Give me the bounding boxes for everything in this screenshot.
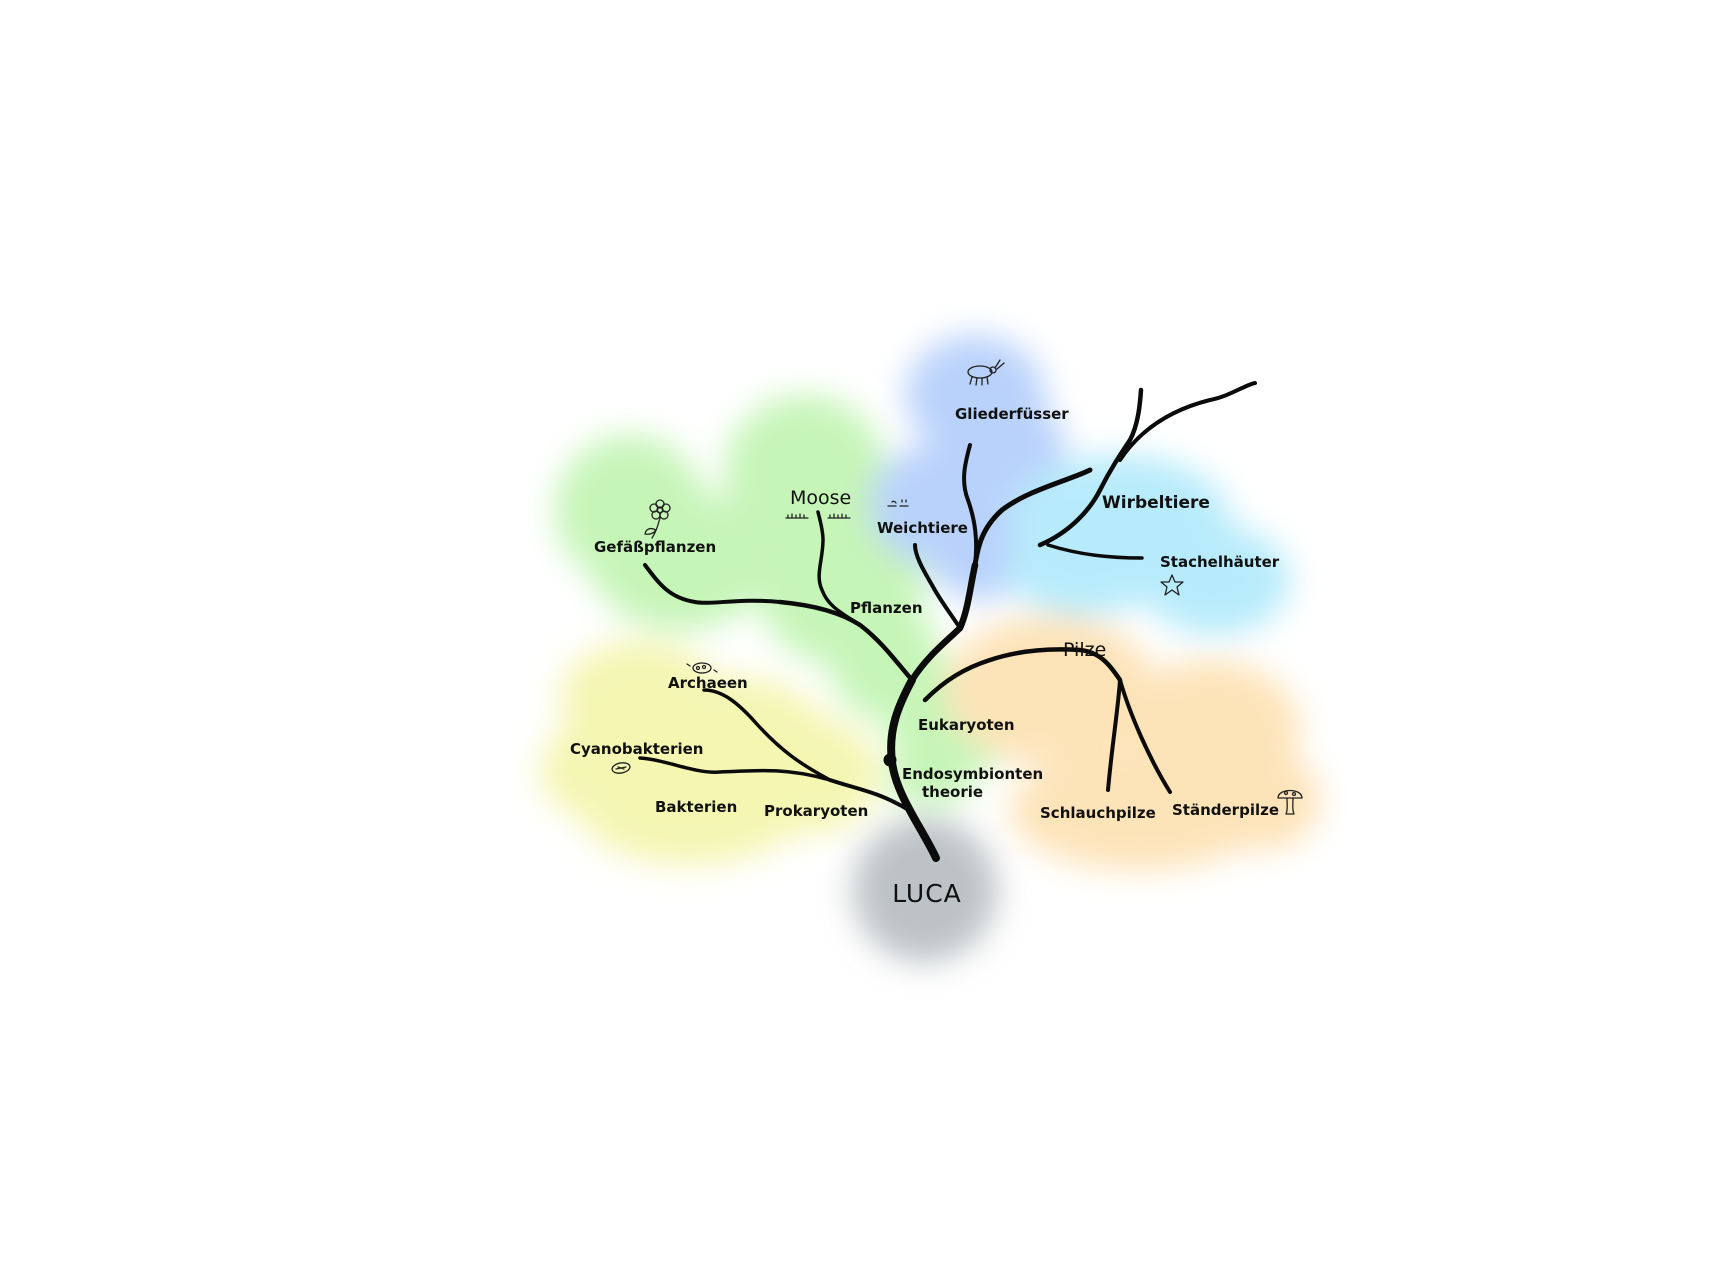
- tree-branches: [638, 381, 1257, 862]
- plants-region: [555, 395, 1015, 805]
- moose-branch: [816, 510, 862, 627]
- bakterien-label: Bakterien: [655, 798, 737, 816]
- endosymbionten-label-line2: theorie: [922, 783, 983, 801]
- wirbeltiere-label: Wirbeltiere: [1102, 493, 1210, 513]
- stachelhaeuter-branch: [1046, 543, 1144, 560]
- starfish-icon: [1160, 574, 1184, 596]
- vertebrates-region: [1005, 455, 1290, 635]
- fungi-region: [945, 615, 1320, 870]
- prokaryoten-label: Prokaryoten: [764, 802, 868, 820]
- weichtiere-label: Weichtiere: [877, 519, 968, 537]
- bakterien-branch: [638, 756, 832, 782]
- gliederfuesser-branch: [962, 443, 979, 567]
- cyanobakterien-label: Cyanobakterien: [570, 740, 703, 758]
- animal-trunk-branch: [972, 467, 1093, 568]
- gefaesspflanzen-label: Gefäßpflanzen: [594, 538, 716, 556]
- archaeen-label: Archaeen: [668, 674, 748, 692]
- eukaryoten-label: Eukaryoten: [918, 716, 1015, 734]
- schlauchpilze-label: Schlauchpilze: [1040, 804, 1156, 822]
- prokaryoten-branch: [828, 778, 914, 814]
- archaeen-branch: [702, 688, 832, 782]
- flower-icon: [644, 499, 671, 539]
- insect-icon: [967, 359, 1005, 386]
- staenderpilze-label: Ständerpilze: [1172, 801, 1279, 819]
- schlauchpilze-branch: [1106, 678, 1122, 792]
- color-regions: [540, 335, 1320, 962]
- pflanzen-label: Pflanzen: [850, 599, 923, 617]
- luca-region: [853, 818, 997, 962]
- luca-label: LUCA: [892, 879, 962, 908]
- weichtiere-branch: [913, 543, 962, 630]
- gefaesspflanzen-branch: [643, 563, 782, 605]
- gliederfuesser-label: Gliederfüsser: [955, 405, 1069, 423]
- bacterium-icon: [611, 762, 631, 774]
- archaea-icon: [686, 662, 718, 674]
- mushroom-icon: [1277, 789, 1303, 815]
- moss-icon: [785, 513, 851, 519]
- staenderpilze-branch: [1118, 678, 1172, 794]
- pilze-branch: [922, 647, 1123, 703]
- stachelhaeuter-label: Stachelhäuter: [1160, 553, 1280, 571]
- snail-icon: [887, 499, 909, 507]
- prokaryotes-region: [540, 640, 880, 865]
- pilze-label: Pilze: [1063, 639, 1106, 661]
- endosymbiont-node: [883, 753, 897, 767]
- wirbeltiere-upper-branch: [1118, 381, 1257, 462]
- endosymbionten-label-line1: Endosymbionten: [902, 765, 1043, 783]
- labels: LUCA Prokaryoten Bakterien Cyanobakterie…: [570, 405, 1280, 908]
- moose-label: Moose: [790, 487, 851, 509]
- wirbeltiere-branch: [1037, 387, 1144, 548]
